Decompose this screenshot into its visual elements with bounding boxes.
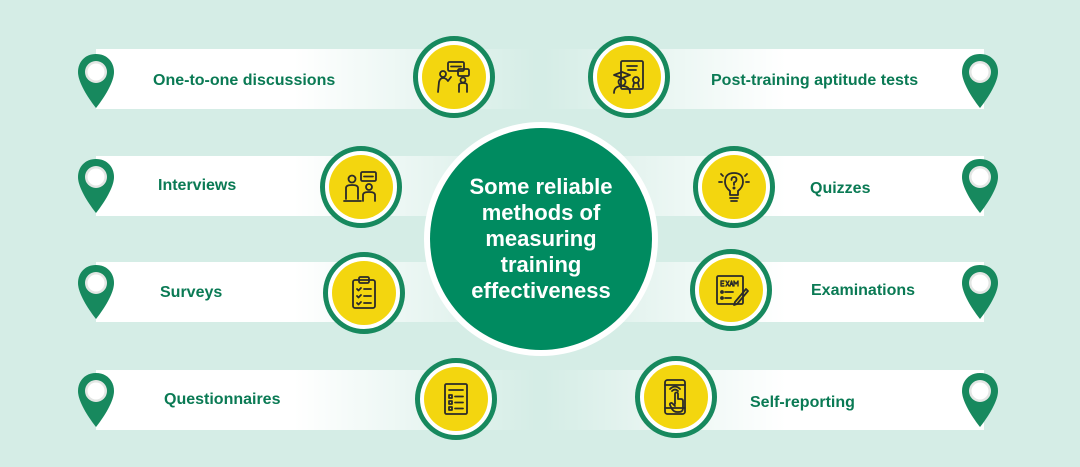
graduate-certificate-icon — [613, 60, 644, 94]
method-badge — [320, 146, 402, 228]
questionnaire-form-icon — [444, 383, 468, 415]
method-label-surveys: Surveys — [160, 284, 223, 301]
location-pin-icon — [76, 157, 116, 215]
method-badge — [323, 252, 405, 334]
location-pin-icon — [76, 263, 116, 321]
central-hub-core: Some reliable methods of measuring train… — [430, 128, 652, 350]
location-pin-icon — [960, 52, 1000, 110]
exam-paper-icon — [716, 275, 749, 306]
method-badge — [635, 356, 717, 438]
method-label-aptitude-tests: Post-training aptitude tests — [711, 72, 919, 89]
clipboard-survey-icon — [352, 276, 376, 309]
method-badge — [413, 36, 495, 118]
method-label-interviews: Interviews — [158, 177, 237, 194]
lightbulb-question-icon — [718, 172, 750, 202]
location-pin-icon — [76, 371, 116, 429]
phone-tap-icon — [664, 379, 686, 415]
method-badge — [588, 36, 670, 118]
central-title: Some reliable methods of measuring train… — [469, 174, 613, 303]
method-label-one-to-one: One-to-one discussions — [153, 72, 336, 89]
interview-icon — [343, 171, 377, 202]
method-badge — [690, 249, 772, 331]
location-pin-icon — [960, 263, 1000, 321]
method-label-quizzes: Quizzes — [810, 180, 871, 197]
central-hub: Some reliable methods of measuring train… — [424, 122, 658, 356]
location-pin-icon — [960, 157, 1000, 215]
method-badge — [415, 358, 497, 440]
method-badge — [693, 146, 775, 228]
method-band-right-4 — [544, 370, 984, 430]
discussion-icon — [437, 61, 470, 93]
location-pin-icon — [76, 52, 116, 110]
method-label-examinations: Examinations — [811, 282, 916, 299]
method-label-self-reporting: Self-reporting — [750, 394, 855, 411]
location-pin-icon — [960, 371, 1000, 429]
method-label-questionnaires: Questionnaires — [164, 391, 281, 408]
